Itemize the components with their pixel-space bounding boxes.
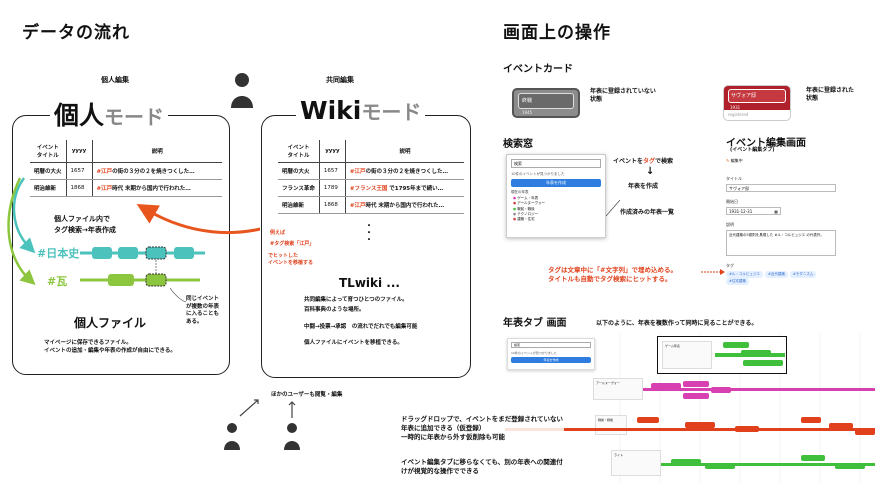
event-card-unregistered[interactable]: 終戦 1945 [512, 88, 580, 118]
search-flow-line3: 作成済みの年表一覧 [620, 209, 675, 216]
shared-edit-label: 共同編集 [326, 76, 354, 84]
timeline-row-label: ゲーム年表 [662, 341, 712, 369]
table-row: 明治維新 1868 #江戸時代 末期から国内で行われた… [30, 179, 222, 197]
header-event-title: イベント タイトル [30, 140, 67, 163]
tlwiki-title: TLwiki ... [339, 276, 400, 290]
tag-note-arrow [701, 269, 725, 275]
header-yyyy: yyyy [66, 140, 93, 163]
card-unregistered-label: 年表に登録されていない 状態 [590, 88, 656, 104]
personal-edit-label: 個人編集 [101, 76, 129, 84]
title-field[interactable]: サヴォア邸 [726, 184, 836, 192]
arrow-icon: ↓ [646, 166, 655, 177]
tlwiki-line-4: 個人ファイルにイベントを移植できる。 [304, 340, 403, 346]
tlwiki-line-2: 百科事典のような場所。 [304, 307, 365, 313]
move-note: イベント編集タブに移らなくても、別の年表への関連付 けが視覚的な操作でできる [400, 457, 564, 478]
list-item: ● 建築・住宅 [513, 217, 535, 221]
table-row: 明治維新 1868 #江戸時代 末期から国内で行われた… [278, 196, 464, 214]
event-card-title: イベントカード [503, 64, 573, 75]
connector-line [606, 199, 621, 217]
wiki-mode-title: Wikiモード [296, 96, 426, 125]
tag-japanese-history: #日本史 [37, 247, 80, 260]
edit-subtitle: (イベント編集タブ) [730, 147, 775, 153]
event-card-registered[interactable]: サヴォア邸 1931 registered [723, 85, 791, 121]
timeline-tab-desc: 以下のように、年表を複数作って同時に見ることができる。 [596, 320, 758, 327]
wiki-event-table: イベント タイトル yyyy 説明 明暦の大火 1657 #江戸の街の３分の２を… [278, 140, 464, 214]
example-label: 例えば [270, 230, 286, 236]
calendar-icon: ▦ [774, 209, 778, 214]
personal-file-desc: マイページに保存できるファイル。 イベントの追加・編集や年表の作成が自由にできる… [44, 340, 176, 354]
tag-list: #ル・コルビュジエ#近代建築#モダニズム#住宅建築 [726, 271, 836, 285]
edit-screen-shot: ✎ 編集中 タイトル サヴォア邸 開始日 1931-12-31▦ 説明 近代建築… [726, 155, 836, 295]
timeline-row-label: アールヌーヴォー [593, 378, 643, 400]
tlwiki-line-3: 中闘→投票→承認 の流れでだれでも編集可能 [304, 324, 418, 330]
list-item: ● アールヌーヴォー [513, 201, 545, 206]
personal-file-title: 個人ファイル [74, 316, 147, 330]
same-event-note: 同じイベント が複数の年表 に入ることも ある。 [186, 296, 220, 326]
list-item: ● テクノロジー [513, 211, 538, 216]
search-title: 検索窓 [503, 139, 533, 150]
tag-note: タグは文章中に「#文字列」で埋め込める。 タイトルも自動でタグ検索にヒットする。 [548, 266, 677, 284]
tlwiki-line-1: 共同編集によって育つひとつのファイル。 [304, 297, 408, 303]
table-row: フランス革命 1789 #フランス王国 で1795年まで続い… [278, 179, 464, 197]
search-flow-line2: 年表を作成 [628, 183, 659, 190]
list-item: ● 戦前・戦後 [513, 206, 535, 211]
search-flow-line1: イベントをタグで検索 [613, 158, 674, 165]
section-title-ui-operations: 画面上の操作 [503, 23, 611, 43]
tag-search-note: 個人ファイル内で タグ検索→年表作成 [54, 215, 116, 234]
create-timeline-button[interactable]: 年表を作成 [511, 179, 601, 187]
table-row: 明暦の大火 1657 #江戸の街の３分の２を焼きつくした… [278, 162, 464, 180]
date-field[interactable]: 1931-12-31▦ [726, 207, 781, 215]
personal-mode-title: 個人モード [50, 96, 169, 132]
personal-event-table: イベント タイトル yyyy 説明 明暦の大火 1657 #江戸の街の３分の２を… [30, 140, 222, 197]
vertical-dots: ・ ・ ・ [365, 221, 373, 245]
timeline-tab-shot: 検索 10件のイベントが見つかりました 年表を作成 ゲーム年表 アールヌーヴォー… [505, 333, 875, 483]
person-icon [231, 73, 253, 108]
search-input[interactable]: 検索 [511, 159, 601, 168]
card-registered-label: 年表に登録された 状態 [806, 87, 855, 103]
search-window-shot: 検索 10件のイベントが見つかりました 年表を作成 現在の年表 ● ゲーム・年表… [506, 154, 606, 238]
list-item: ● ゲーム・年表 [513, 196, 539, 200]
example-search: #タグ検索「江戸」 [270, 241, 315, 247]
timeline-row-label: ライト [611, 450, 661, 476]
timeline-tab-title: 年表タブ 画面 [503, 318, 567, 329]
section-title-data-flow: データの流れ [22, 23, 130, 43]
table-row: 明暦の大火 1657 #江戸の街の３分の２を焼きつくした… [30, 162, 222, 180]
timeline-row-label: 戦前・戦後 [595, 415, 627, 435]
flow-arrows [7, 177, 260, 303]
edit-title: イベント編集画面 [726, 138, 806, 149]
header-desc: 説明 [92, 140, 222, 163]
other-users-label: ほかのユーザーも閲覧・編集 [271, 392, 343, 398]
tag-kawara: #瓦 [47, 275, 68, 288]
desc-field[interactable]: 近代建築の5原則を具現した #ル・コルビュジエ の代表作。 [726, 230, 836, 256]
other-users-icons [224, 399, 300, 450]
example-hit: でヒットした イベントを移植する [268, 253, 314, 266]
drag-drop-note: ドラッグドロップで、イベントをまだ登録されていない 年表に追加できる（仮登録） … [400, 414, 565, 444]
